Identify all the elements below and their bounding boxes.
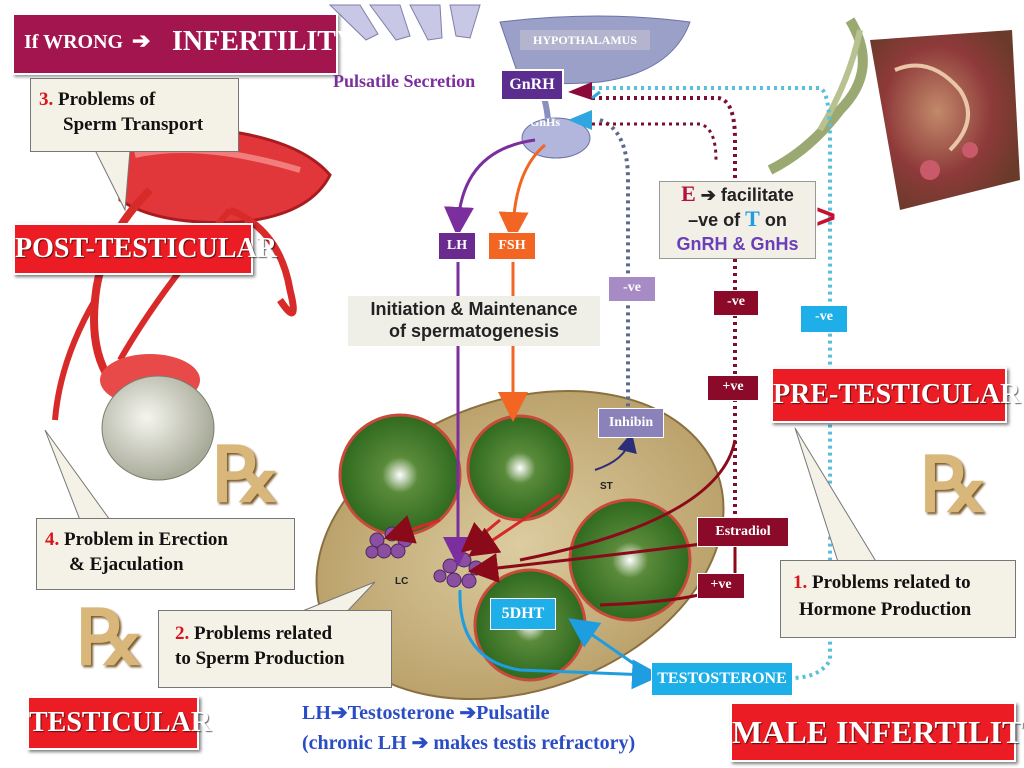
estrogen-e: E xyxy=(681,181,696,206)
initiation-box: Initiation & Maintenance of spermatogene… xyxy=(348,296,600,346)
testosterone-label: TESTOSTERONE xyxy=(651,662,793,696)
positive-feedback-tag-2: +ve xyxy=(697,573,745,599)
problem-3-number: 3. xyxy=(39,89,54,110)
problem-4-number: 4. xyxy=(45,529,60,550)
problem-callout-3: 3. Problems of Sperm Transport xyxy=(30,78,239,152)
problem-1-line-1: Problems related to xyxy=(812,572,971,593)
pathway-arrows xyxy=(383,86,832,690)
pre-testicular-label: PRE-TESTICULAR xyxy=(771,367,1020,423)
problem-1-number: 1. xyxy=(793,572,808,593)
footer-pulsatile: Pulsatile xyxy=(476,702,550,724)
problem-3-line-2: Sperm Transport xyxy=(63,114,204,135)
problem-2-line-2: to Sperm Production xyxy=(175,648,345,669)
male-infertility-label: MALE INFERTILITY xyxy=(730,702,1024,762)
footer-testosterone: Testosterone xyxy=(347,702,455,724)
problem-4-line-1: Problem in Erection xyxy=(64,529,228,550)
footer-arrow-icon-2: ➔ xyxy=(459,702,477,724)
header-arrow-icon: ➔ xyxy=(132,28,151,53)
problem-2-number: 2. xyxy=(175,623,190,644)
footer-lh: LH xyxy=(302,702,331,724)
problem-callout-2: 2. Problems related to Sperm Production xyxy=(158,610,392,688)
negative-feedback-blue-tag: -ve xyxy=(800,305,848,333)
initiation-line-1: Initiation & Maintenance xyxy=(370,299,578,319)
estrogen-chevron-icon: > xyxy=(816,198,836,236)
header-banner: If WRONG ➔ INFERTILITY xyxy=(12,13,356,75)
gnrh-label: GnRH xyxy=(500,69,564,101)
gnhs-label: GnHs xyxy=(530,115,561,129)
header-prefix: If WRONG xyxy=(24,31,124,53)
footer-arrow-icon-1: ➔ xyxy=(330,702,348,724)
estrogen-line-3: GnRH & GnHs xyxy=(676,234,799,254)
rx-symbol-left: ℞ xyxy=(212,434,281,518)
footer-arrow-icon-3: ➔ xyxy=(411,732,429,754)
problem-1-line-2: Hormone Production xyxy=(799,599,972,620)
fsh-label: FSH xyxy=(488,232,536,260)
estrogen-line-2-suffix: on xyxy=(764,210,787,230)
st-label: ST xyxy=(600,481,613,492)
header-result: INFERTILITY xyxy=(172,26,357,57)
rx-symbol-bottom-left: ℞ xyxy=(76,597,145,681)
estrogen-line-2-prefix: –ve of xyxy=(688,210,741,230)
estrogen-arrow-icon: ➔ xyxy=(700,185,716,205)
anatomy-illustration xyxy=(52,125,332,481)
estrogen-line-1: facilitate xyxy=(720,185,794,205)
problem-2-line-1: Problems related xyxy=(194,623,333,644)
problem-4-line-2: & Ejaculation xyxy=(69,554,184,575)
inhibin-label: Inhibin xyxy=(598,408,664,438)
hypothalamus-label: HYPOTHALAMUS xyxy=(520,30,650,50)
problem-3-line-1: Problems of xyxy=(58,89,156,110)
rx-symbol-right: ℞ xyxy=(920,444,989,528)
initiation-line-2: of spermatogenesis xyxy=(388,321,560,341)
lh-label: LH xyxy=(438,232,476,260)
feedback-arrowheads xyxy=(568,82,601,130)
positive-feedback-tag-1: +ve xyxy=(707,375,759,401)
negative-feedback-testosterone-tag: -ve xyxy=(713,290,759,316)
problem-callout-4: 4. Problem in Erection & Ejaculation xyxy=(36,518,295,590)
seminiferous-tubules xyxy=(338,413,692,682)
footer-chronic-lh: (chronic LH xyxy=(302,732,407,754)
testicular-label: TESTICULAR xyxy=(27,696,211,750)
post-testicular-label: POST-TESTICULAR xyxy=(13,223,277,275)
top-arrow-decoration xyxy=(328,4,481,41)
footer-refractory: makes testis refractory) xyxy=(433,732,636,754)
estrogen-feedback-box: E ➔ facilitate –ve of T on GnRH & GnHs xyxy=(659,181,816,259)
footer-note: LH➔Testosterone ➔Pulsatile (chronic LH ➔… xyxy=(302,698,635,758)
photo-illustration xyxy=(767,17,1020,210)
estradiol-label: Estradiol xyxy=(697,517,789,547)
lc-label: LC xyxy=(395,576,409,587)
pulsatile-label: Pulsatile Secretion xyxy=(333,71,476,91)
negative-feedback-inhibin-tag: -ve xyxy=(608,276,656,302)
dht-label: 5DHT xyxy=(490,598,556,630)
problem-callout-1: 1. Problems related to Hormone Productio… xyxy=(780,560,1016,638)
estrogen-t: T xyxy=(745,206,760,231)
